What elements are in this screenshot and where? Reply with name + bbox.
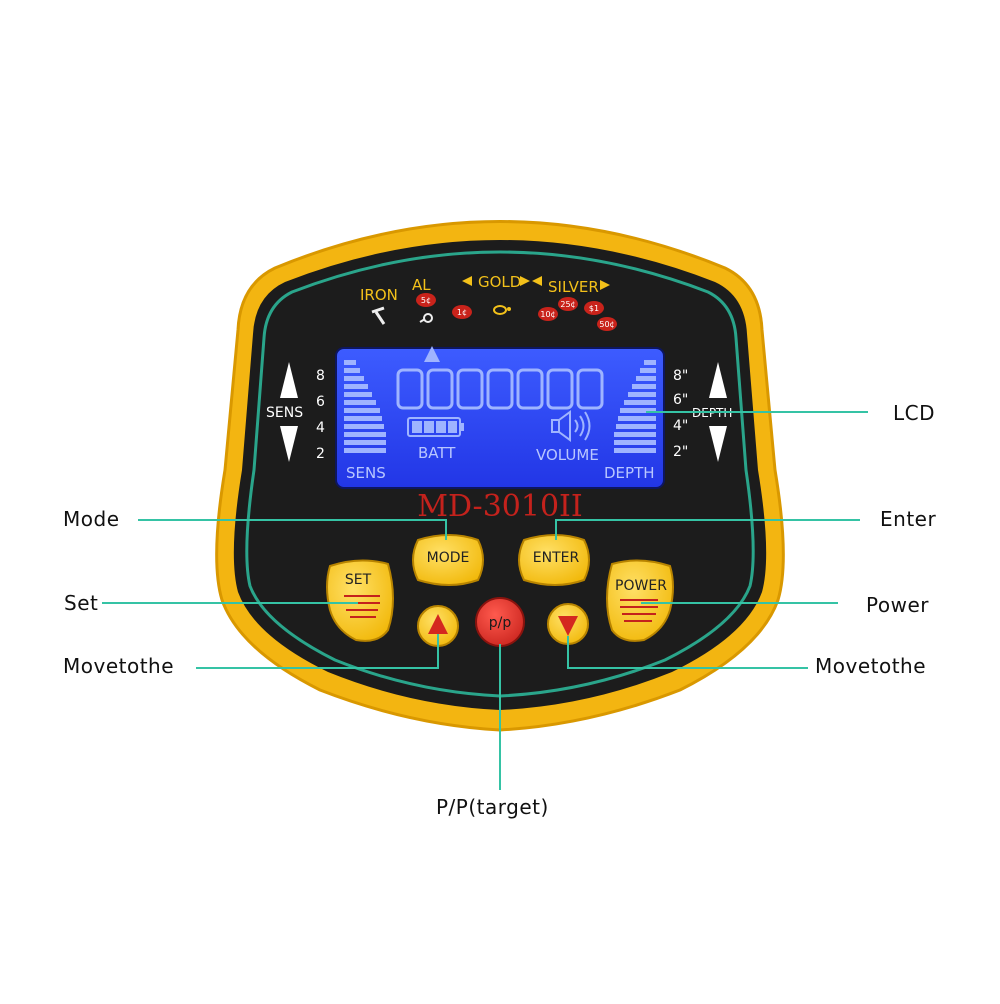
pinpoint-button[interactable]: p/p: [475, 597, 525, 647]
callout-move-right: Movetothe: [815, 654, 927, 678]
sens-tick-6: 6: [316, 394, 325, 410]
mode-button[interactable]: MODE: [412, 534, 484, 586]
depth-tick-6: 6": [673, 392, 688, 408]
gold-arrows-icon: [462, 276, 610, 290]
callout-lcd: LCD: [893, 401, 936, 425]
depth-tick-8: 8": [673, 368, 688, 384]
lcd-pointer-icon: [424, 346, 440, 362]
sens-tick-2: 2: [316, 446, 325, 462]
iron-label: IRON: [360, 286, 398, 304]
sens-scale-label: SENS: [266, 405, 303, 421]
down-button[interactable]: [547, 603, 589, 645]
set-button[interactable]: SET: [326, 559, 394, 642]
power-stripes-icon: [620, 599, 658, 622]
svg-text:10¢: 10¢: [540, 310, 555, 319]
callout-mode: Mode: [63, 507, 120, 531]
pinpoint-button-label: p/p: [489, 615, 512, 631]
battery-icon: [407, 417, 464, 437]
ring-icon: [493, 305, 511, 315]
callout-move-left: Movetothe: [63, 654, 175, 678]
mode-button-label: MODE: [427, 550, 470, 566]
callout-lines: [102, 411, 868, 790]
down-arrow-icon: [558, 616, 578, 636]
svg-text:1¢: 1¢: [457, 308, 467, 317]
callout-power: Power: [866, 593, 929, 617]
callout-enter: Enter: [880, 507, 937, 531]
nail-icon: [371, 306, 386, 325]
coin-badge-25c: 25¢: [558, 297, 578, 311]
depth-up-arrow-icon: [709, 362, 727, 398]
depth-tick-2: 2": [673, 444, 688, 460]
set-stripes-icon: [344, 595, 380, 618]
enter-button[interactable]: ENTER: [518, 534, 590, 586]
power-button[interactable]: POWER: [606, 559, 674, 642]
svg-text:50¢: 50¢: [599, 320, 614, 329]
coin-badge-1-dollar: $1: [584, 301, 604, 315]
lcd-sens-label: SENS: [346, 464, 386, 482]
up-arrow-icon: [428, 614, 448, 634]
callout-set: Set: [64, 591, 99, 615]
lcd-depth-bars: [614, 360, 656, 453]
lcd-screen: [335, 347, 665, 489]
sens-tick-8: 8: [316, 368, 325, 384]
coin-badge-5c: 5¢: [416, 293, 436, 307]
pull-tab-icon: [419, 313, 433, 323]
coin-badge-50c: 50¢: [597, 317, 617, 331]
svg-text:$1: $1: [589, 304, 599, 313]
set-button-label: SET: [345, 572, 372, 588]
svg-text:25¢: 25¢: [560, 300, 575, 309]
depth-down-arrow-icon: [709, 426, 727, 462]
depth-tick-4: 4": [673, 418, 688, 434]
speaker-icon: [551, 410, 591, 442]
al-label: AL: [412, 276, 431, 294]
svg-text:5¢: 5¢: [421, 296, 431, 305]
up-button[interactable]: [417, 605, 459, 647]
callout-pinpoint: P/P(target): [436, 795, 549, 819]
sens-up-arrow-icon: [280, 362, 298, 398]
lcd-depth-label: DEPTH: [604, 464, 655, 482]
gold-label: GOLD: [478, 273, 521, 291]
model-name: MD-3010II: [417, 489, 583, 524]
coin-badge-10c: 10¢: [538, 307, 558, 321]
lcd-digit-display: [396, 368, 604, 410]
enter-button-label: ENTER: [533, 550, 580, 566]
lcd-volume-label: VOLUME: [536, 446, 599, 464]
sens-tick-4: 4: [316, 420, 325, 436]
lcd-sens-bars: [344, 360, 386, 453]
coin-badge-1c: 1¢: [452, 305, 472, 319]
sens-down-arrow-icon: [280, 426, 298, 462]
face-trim: [245, 250, 755, 698]
power-button-label: POWER: [615, 578, 667, 594]
silver-label: SILVER: [548, 278, 599, 296]
lcd-batt-label: BATT: [418, 444, 456, 462]
